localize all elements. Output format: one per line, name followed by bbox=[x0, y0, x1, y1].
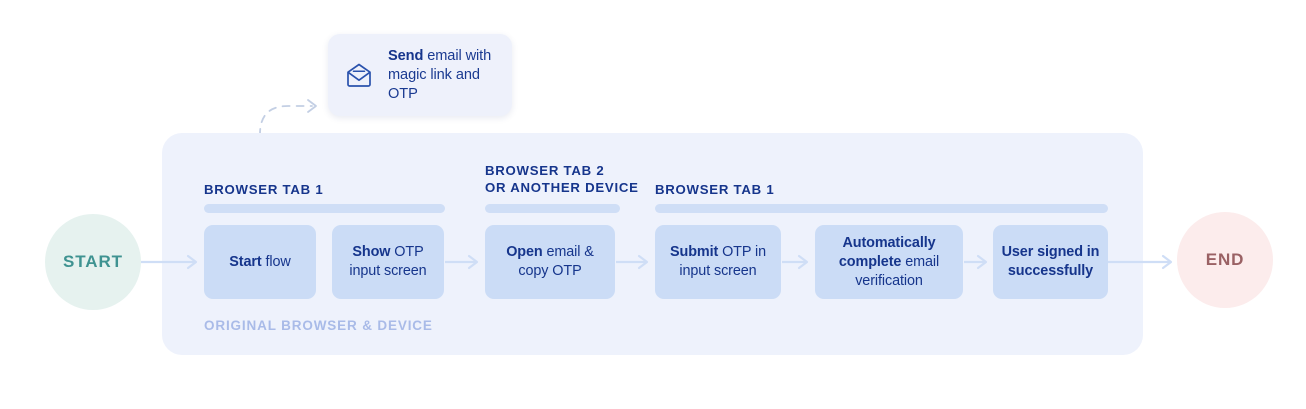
step-user-signed-in[interactable]: User signed in successfully bbox=[993, 225, 1108, 299]
step-show-otp-bold: Show bbox=[352, 244, 391, 260]
step-open-email-bold: Open bbox=[506, 244, 543, 260]
step-show-otp-input-screen[interactable]: Show OTP input screen bbox=[332, 225, 444, 299]
step-open-email-rest: email & copy OTP bbox=[518, 244, 594, 279]
step-submit-otp[interactable]: Submit OTP in input screen bbox=[655, 225, 781, 299]
step-user-signed-in-bold: User signed in successfully bbox=[1001, 244, 1100, 279]
step-open-email-copy-otp[interactable]: Open email & copy OTP bbox=[485, 225, 615, 299]
send-email-card-text: Send email with magic link and OTP bbox=[388, 47, 512, 104]
step-show-otp-text: Show OTP input screen bbox=[340, 243, 436, 281]
terminal-start: START bbox=[45, 214, 141, 310]
original-browser-lane bbox=[162, 133, 1143, 355]
step-automatic-email-verification[interactable]: Automatically complete email verificatio… bbox=[815, 225, 963, 299]
terminal-end-label: END bbox=[1205, 250, 1245, 269]
terminal-start-label: START bbox=[63, 252, 123, 271]
step-start-flow-bold: Start bbox=[229, 253, 262, 270]
lane-footer-label: ORIGINAL BROWSER & DEVICE bbox=[204, 318, 433, 333]
step-show-otp-rest: OTP input screen bbox=[349, 244, 427, 279]
group-title-browser-tab-1-b: BROWSER TAB 1 bbox=[655, 182, 775, 197]
group-title-browser-tab-1-a: BROWSER TAB 1 bbox=[204, 182, 324, 197]
step-start-flow[interactable]: Start flow bbox=[204, 225, 316, 299]
envelope-open-icon bbox=[342, 58, 376, 92]
step-start-flow-text: Start flow bbox=[229, 253, 290, 272]
send-email-card: Send email with magic link and OTP bbox=[328, 34, 512, 116]
step-auto-verify-text: Automatically complete email verificatio… bbox=[823, 234, 955, 291]
group-bar-1 bbox=[204, 204, 445, 213]
step-auto-verify-rest: email verification bbox=[855, 253, 940, 289]
send-email-card-bold: Send bbox=[388, 47, 424, 64]
group-title-browser-tab-2: BROWSER TAB 2 OR ANOTHER DEVICE bbox=[485, 163, 639, 195]
step-submit-otp-text: Submit OTP in input screen bbox=[663, 243, 773, 281]
step-auto-verify-bold: Automatically complete bbox=[838, 234, 936, 270]
group-bar-3 bbox=[655, 204, 1108, 213]
terminal-end: END bbox=[1177, 212, 1273, 308]
step-open-email-text: Open email & copy OTP bbox=[493, 243, 607, 281]
step-submit-otp-rest: OTP in input screen bbox=[679, 244, 766, 279]
step-start-flow-rest: flow bbox=[261, 253, 291, 270]
send-email-card-rest: email with magic link and OTP bbox=[388, 47, 492, 102]
step-submit-otp-bold: Submit bbox=[670, 244, 719, 260]
step-user-signed-in-text: User signed in successfully bbox=[1001, 243, 1100, 281]
group-bar-2 bbox=[485, 204, 620, 213]
